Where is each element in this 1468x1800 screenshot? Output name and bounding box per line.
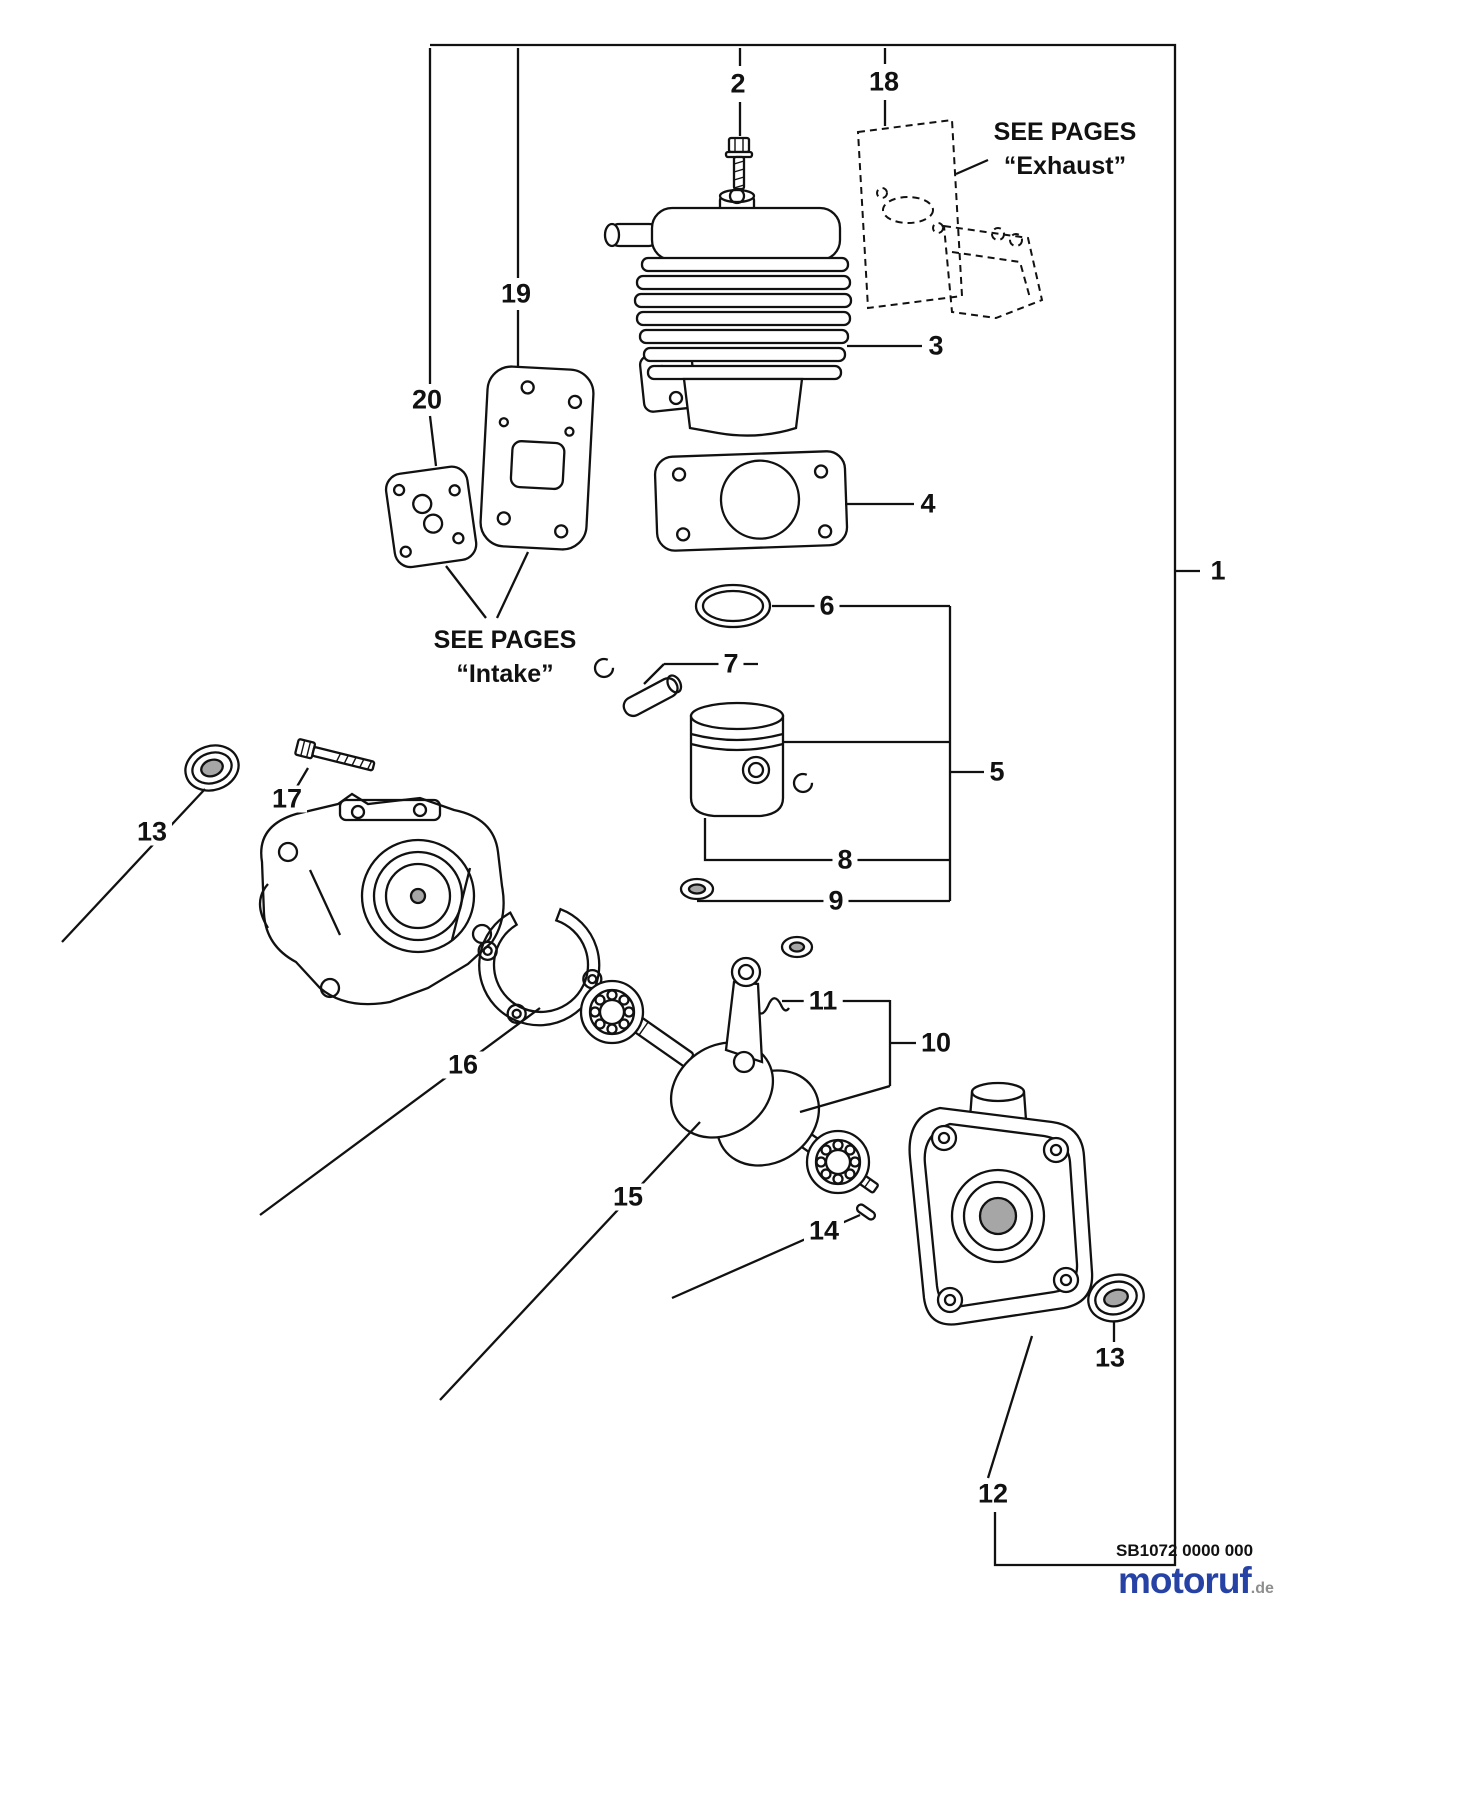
intake-gasket-part19 [479, 365, 595, 551]
piston-part8 [689, 701, 785, 818]
exhaust-gasket-part18 [856, 118, 964, 310]
callout-3: 3 [923, 332, 949, 360]
callout-14: 14 [803, 1217, 845, 1245]
callout-20: 20 [406, 386, 448, 414]
callout-1: 1 [1205, 557, 1231, 585]
callout-17: 17 [266, 785, 308, 813]
callout-9: 9 [823, 887, 849, 915]
see-pages-exhaust-line1: SEE PAGES [993, 118, 1137, 146]
brand-name: motoruf [1118, 1560, 1252, 1601]
callout-7: 7 [718, 650, 744, 678]
callout-19: 19 [495, 280, 537, 308]
bolt-part2 [724, 136, 754, 191]
pin-part14 [855, 1203, 877, 1221]
see-pages-exhaust-note: SEE PAGES “Exhaust” [975, 116, 1155, 184]
brand-watermark: motoruf.de [1118, 1562, 1274, 1599]
see-pages-intake-note: SEE PAGES “Intake” [415, 624, 595, 692]
callout-10: 10 [915, 1029, 957, 1057]
washer-lower [780, 935, 814, 959]
crankshaft-part10 [622, 956, 879, 1194]
callout-18: 18 [863, 68, 905, 96]
washer-part9 [679, 877, 715, 901]
brand-tld: .de [1250, 1580, 1274, 1597]
callout-5: 5 [984, 758, 1010, 786]
callout-15: 15 [607, 1183, 649, 1211]
callout-2: 2 [725, 70, 751, 98]
circlip-left [593, 657, 615, 679]
oil-seal-part13-right [1087, 1273, 1145, 1323]
cylinder-gasket-part4 [653, 450, 849, 552]
crankcase-rear-half-part12 [908, 1081, 1094, 1326]
muffler-outline [942, 224, 1044, 320]
leader-lines [61, 43, 1200, 1567]
bearing-right [805, 1129, 871, 1195]
callout-16: 16 [442, 1051, 484, 1079]
oil-seal-part13-left [184, 744, 240, 792]
callout-11: 11 [803, 987, 843, 1015]
piston-pin-part7 [622, 674, 683, 718]
callout-4: 4 [915, 490, 941, 518]
bearing-left-part15 [579, 979, 645, 1045]
callout-8: 8 [832, 846, 858, 874]
circlip-right [792, 772, 814, 794]
callout-6: 6 [814, 592, 840, 620]
piston-ring-part6 [694, 583, 772, 629]
see-pages-intake-line1: SEE PAGES [433, 626, 577, 654]
bolt-part17 [294, 738, 376, 772]
carb-gasket-part20 [384, 465, 478, 569]
diagram-part-code: SB1072 0000 000 [1116, 1541, 1254, 1560]
see-pages-exhaust-line2: “Exhaust” [1003, 151, 1127, 180]
callout-13-right: 13 [1089, 1344, 1131, 1372]
callout-13-left: 13 [131, 818, 173, 846]
crankcase-front-half [258, 792, 505, 1006]
callout-12: 12 [972, 1480, 1014, 1508]
cylinder-part3 [603, 187, 853, 437]
see-pages-intake-line2: “Intake” [456, 659, 554, 688]
